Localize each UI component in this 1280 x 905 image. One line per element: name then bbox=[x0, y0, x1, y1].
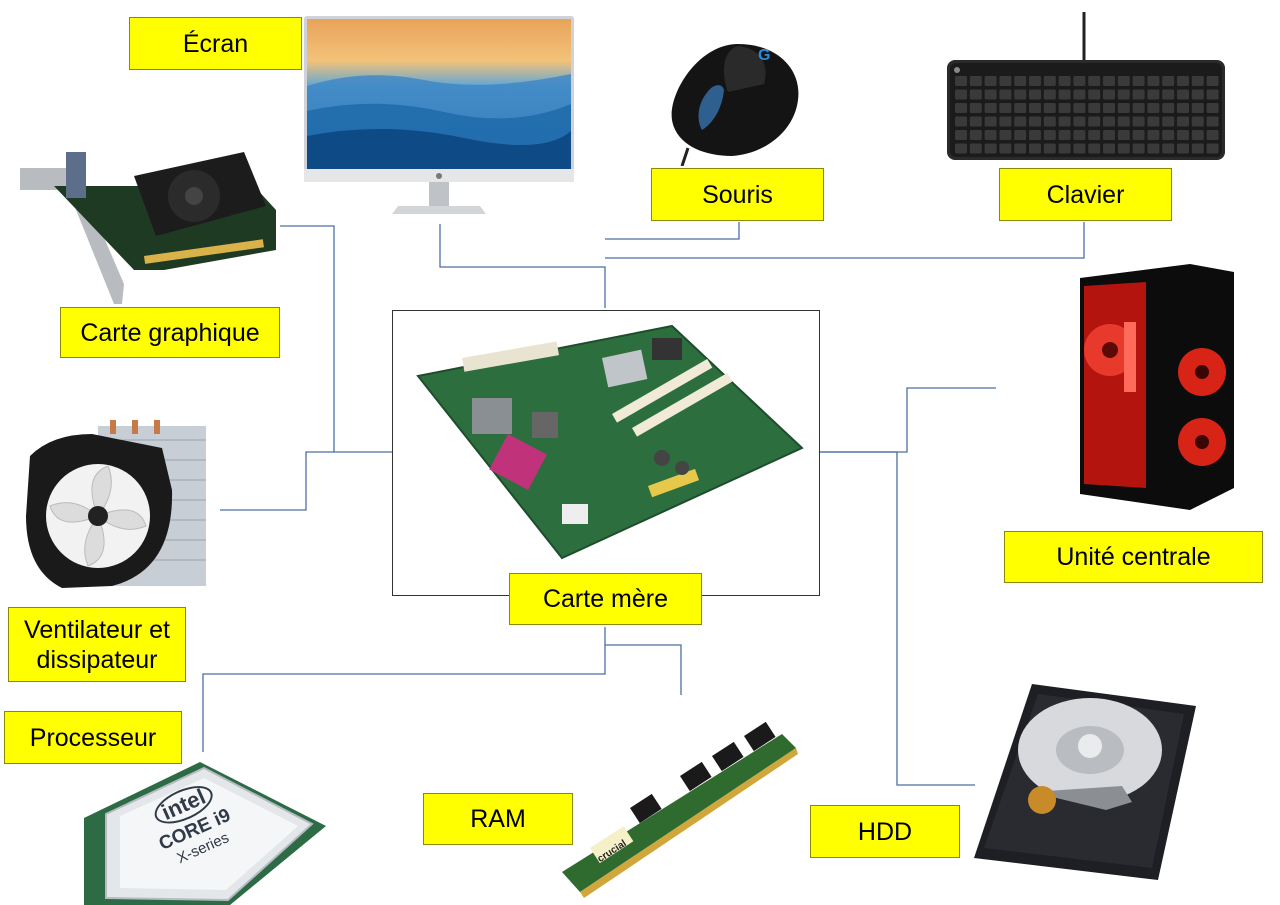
mouse-image: G bbox=[671, 44, 799, 166]
graphics-card-image bbox=[20, 152, 276, 304]
label-central-unit: Unité centrale bbox=[1004, 531, 1263, 583]
ram-image: crucial bbox=[560, 722, 800, 902]
label-graphics-card: Carte graphique bbox=[60, 307, 280, 358]
label-hdd: HDD bbox=[810, 805, 960, 858]
svg-text:G: G bbox=[758, 47, 770, 64]
label-keyboard: Clavier bbox=[999, 168, 1172, 221]
cpu-image: intel CORE i9 X-series bbox=[80, 752, 328, 905]
label-motherboard: Carte mère bbox=[509, 573, 702, 625]
cpu-cooler-image bbox=[26, 420, 206, 588]
hdd-image bbox=[974, 684, 1196, 880]
label-mouse: Souris bbox=[651, 168, 824, 221]
monitor-image bbox=[304, 16, 574, 214]
label-cooler: Ventilateur et dissipateur bbox=[8, 607, 186, 682]
keyboard-image bbox=[947, 12, 1225, 160]
pc-case-image bbox=[1080, 264, 1234, 510]
label-screen: Écran bbox=[129, 17, 302, 70]
label-processor: Processeur bbox=[4, 711, 182, 764]
motherboard-image bbox=[416, 324, 804, 560]
label-ram: RAM bbox=[423, 793, 573, 845]
